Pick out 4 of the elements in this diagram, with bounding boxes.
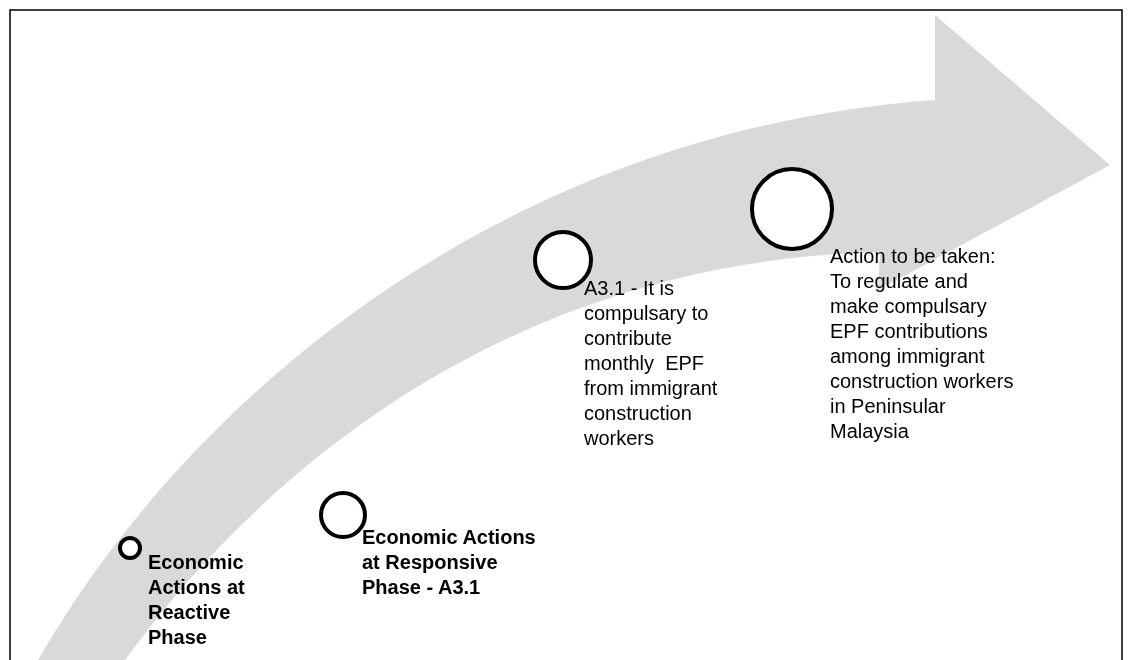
phase-text: A3.1 - It is compulsary to contribute monthly EPF from immigrant construction workers	[584, 276, 719, 451]
phase-text: Economic Actions at Reactive Phase	[148, 550, 246, 650]
phase-text: Action to be taken: To regulate and make compulsary EPF contributions among immigrant construction workers in Peninsular Malaysia	[830, 244, 1015, 444]
phase-text: Economic Actions at Responsive Phase - A3.1	[362, 525, 537, 600]
